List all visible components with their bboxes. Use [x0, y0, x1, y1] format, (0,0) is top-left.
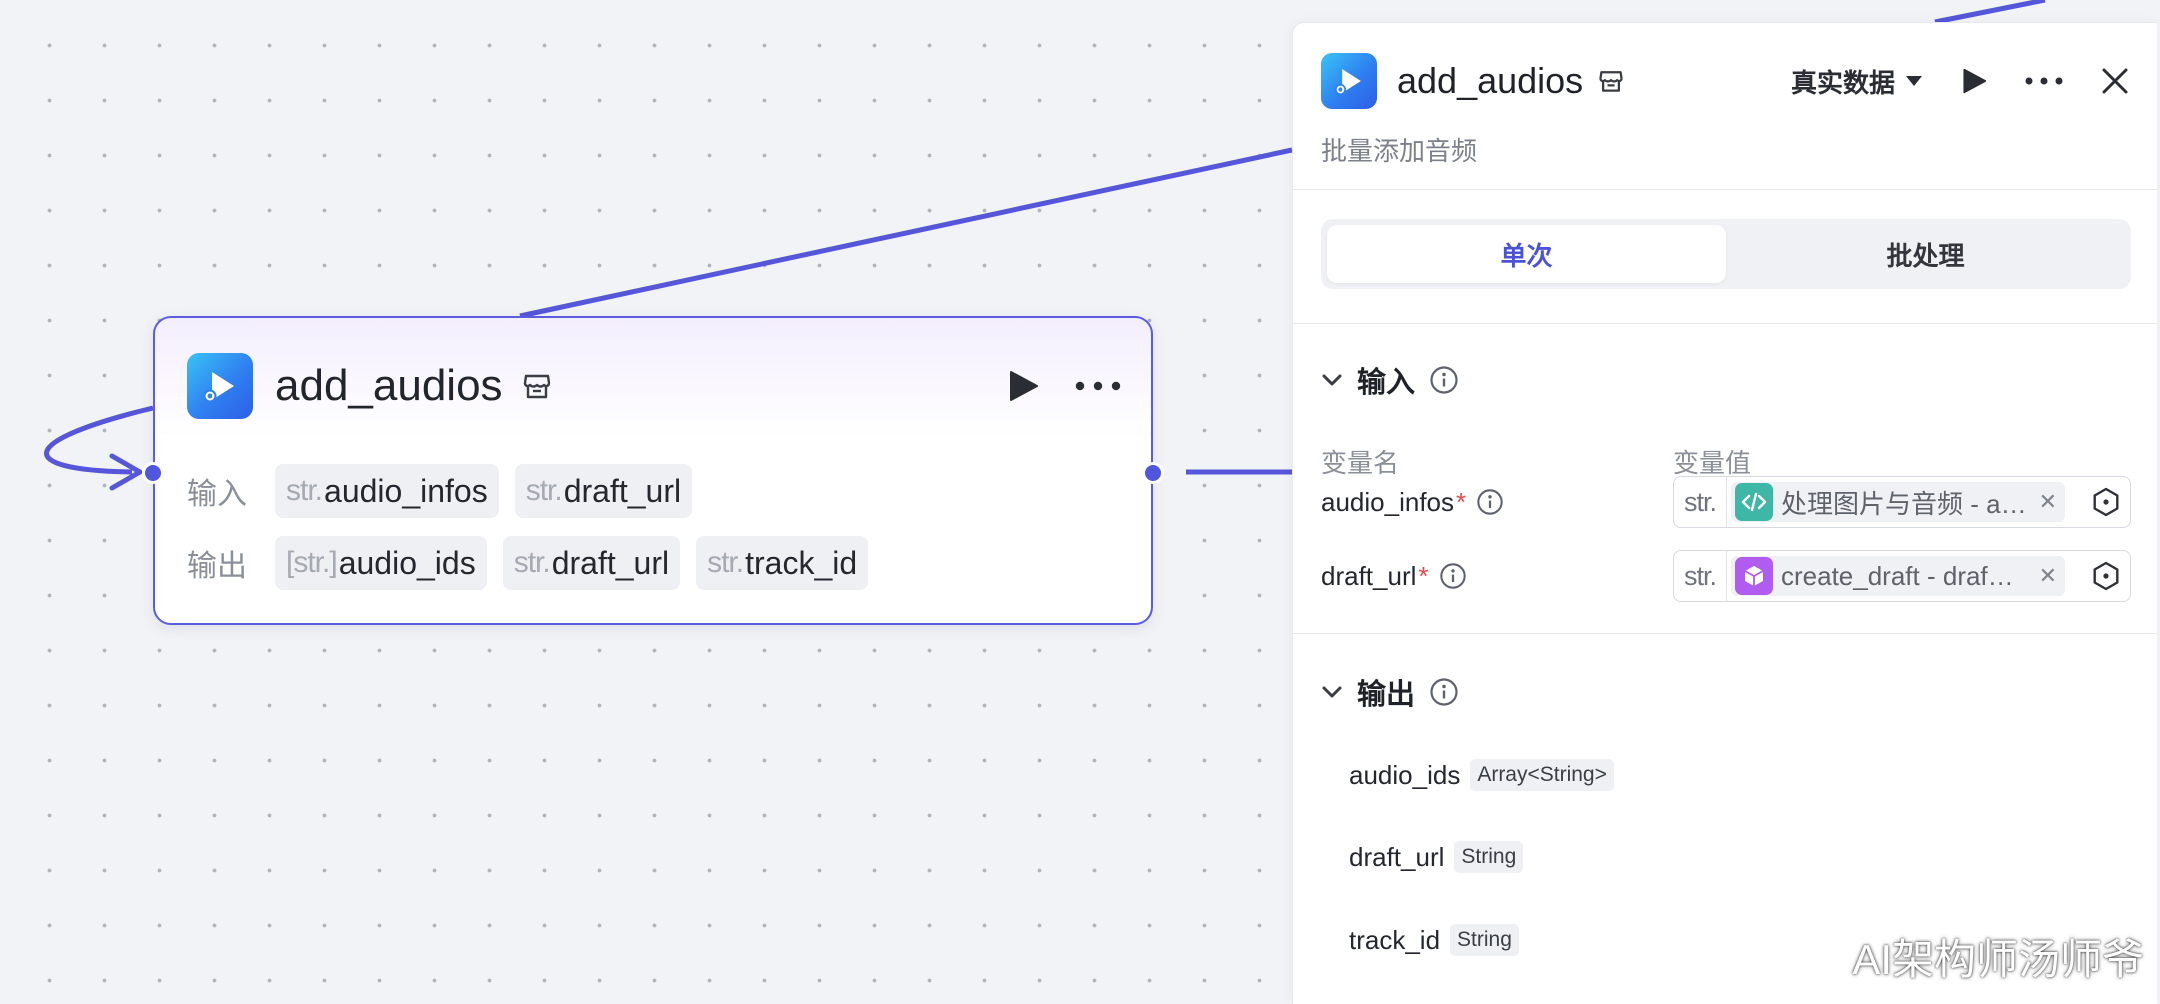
- output-section-toggle[interactable]: 输出: [1321, 671, 1459, 713]
- variable-reference-tag: create_draft - draf… ✕: [1731, 556, 2065, 596]
- variable-picker-icon[interactable]: [2090, 486, 2122, 518]
- info-icon[interactable]: [1439, 562, 1467, 590]
- node-input-label: 输入: [187, 478, 247, 511]
- reference-text: create_draft - draf…: [1781, 560, 2014, 591]
- param-row-audio-infos: audio_infos * str. 处理图片与音频 - a… ✕: [1321, 475, 2131, 529]
- run-node-button[interactable]: [1007, 369, 1039, 403]
- node-output-port[interactable]: [1142, 462, 1164, 484]
- type-label: str.: [1674, 477, 1727, 527]
- param-name: audio_infos *: [1321, 487, 1673, 518]
- edge-top-incoming: [519, 147, 1293, 319]
- node-input-port[interactable]: [142, 462, 164, 484]
- required-marker: *: [1418, 560, 1429, 591]
- variable-picker-icon[interactable]: [2090, 560, 2122, 592]
- tab-batch[interactable]: 批处理: [1886, 240, 1965, 271]
- input-section-toggle[interactable]: 输入: [1321, 359, 1459, 401]
- more-options-icon[interactable]: [1075, 381, 1121, 391]
- node-inputs-row: 输入 str. audio_infos str. draft_url: [187, 464, 693, 518]
- required-marker: *: [1456, 486, 1467, 517]
- chevron-down-icon: [1322, 374, 1342, 386]
- node-config-panel: add_audios 真实数据 批量添加音频: [1292, 22, 2157, 1004]
- plugin-store-icon: [521, 370, 553, 402]
- output-section-label: 输出: [1357, 679, 1416, 711]
- param-name: draft_url *: [1321, 561, 1673, 592]
- audio-plugin-icon: [1321, 53, 1377, 109]
- node-outputs-row: 输出 [str.] audio_ids str. draft_url str. …: [187, 536, 869, 590]
- output-type-badge: Array<String>: [1470, 759, 1614, 791]
- output-item-track-id: track_id String: [1349, 924, 1519, 956]
- input-section-label: 输入: [1357, 367, 1416, 399]
- output-item-draft-url: draft_url String: [1349, 841, 1524, 873]
- watermark: AI架构师汤师爷: [1852, 936, 2144, 983]
- column-header-value: 变量值: [1673, 448, 1752, 478]
- divider: [1293, 323, 2157, 324]
- column-header-name: 变量名: [1321, 448, 1400, 478]
- node-header: add_audios: [187, 352, 1121, 420]
- output-type-badge: String: [1450, 924, 1519, 956]
- remove-reference-icon[interactable]: ✕: [2038, 563, 2057, 588]
- edge-loop: [44, 405, 154, 475]
- cube-node-icon: [1735, 557, 1773, 595]
- info-icon[interactable]: [1476, 488, 1504, 516]
- output-name: track_id: [1349, 924, 1441, 955]
- workflow-node-add-audios[interactable]: add_audios 输入 str. audio_infos str. draf…: [142, 316, 1164, 625]
- output-chip-draft-url: str. draft_url: [502, 536, 681, 590]
- remove-reference-icon[interactable]: ✕: [2038, 489, 2057, 514]
- type-label: str.: [1674, 551, 1727, 601]
- output-type-badge: String: [1454, 841, 1524, 873]
- output-name: audio_ids: [1349, 759, 1461, 790]
- plugin-store-icon: [1597, 67, 1625, 95]
- code-node-icon: [1735, 483, 1773, 521]
- edge-top-right: [1934, 0, 2046, 25]
- output-chip-audio-ids: [str.] audio_ids: [275, 536, 487, 590]
- divider: [1293, 633, 2157, 634]
- panel-header: add_audios 真实数据: [1321, 51, 2129, 111]
- output-item-audio-ids: audio_ids Array<String>: [1349, 759, 1614, 791]
- input-chip-audio-infos: str. audio_infos: [275, 464, 499, 518]
- output-name: draft_url: [1349, 841, 1445, 872]
- variable-reference-field[interactable]: str. 处理图片与音频 - a… ✕: [1673, 476, 2131, 528]
- edge-loop-arrowhead: [109, 453, 143, 491]
- info-icon[interactable]: [1429, 677, 1459, 707]
- panel-title: add_audios: [1397, 60, 1584, 101]
- audio-plugin-icon: [187, 353, 253, 419]
- panel-description: 批量添加音频: [1321, 136, 1478, 166]
- caret-down-icon: [1906, 76, 1922, 86]
- data-source-dropdown[interactable]: 真实数据: [1791, 63, 1923, 100]
- variable-reference-tag: 处理图片与音频 - a… ✕: [1731, 482, 2065, 522]
- run-mode-tabs: 单次 批处理: [1321, 219, 2131, 289]
- chevron-down-icon: [1322, 686, 1342, 698]
- divider: [1293, 189, 2157, 190]
- node-title: add_audios: [275, 361, 503, 410]
- param-row-draft-url: draft_url * str. create_draft - draf… ✕: [1321, 549, 2131, 603]
- more-options-icon[interactable]: [2025, 77, 2063, 85]
- output-chip-track-id: str. track_id: [696, 536, 869, 590]
- data-source-label: 真实数据: [1790, 67, 1895, 98]
- input-chip-draft-url: str. draft_url: [514, 464, 693, 518]
- info-icon[interactable]: [1429, 365, 1459, 395]
- variable-reference-field[interactable]: str. create_draft - draf… ✕: [1673, 550, 2131, 602]
- close-icon[interactable]: [2101, 67, 2129, 95]
- tab-single[interactable]: 单次: [1327, 225, 1726, 283]
- run-test-button[interactable]: [1961, 67, 1987, 95]
- reference-text: 处理图片与音频 - a…: [1781, 488, 2027, 519]
- node-output-label: 输出: [187, 550, 247, 583]
